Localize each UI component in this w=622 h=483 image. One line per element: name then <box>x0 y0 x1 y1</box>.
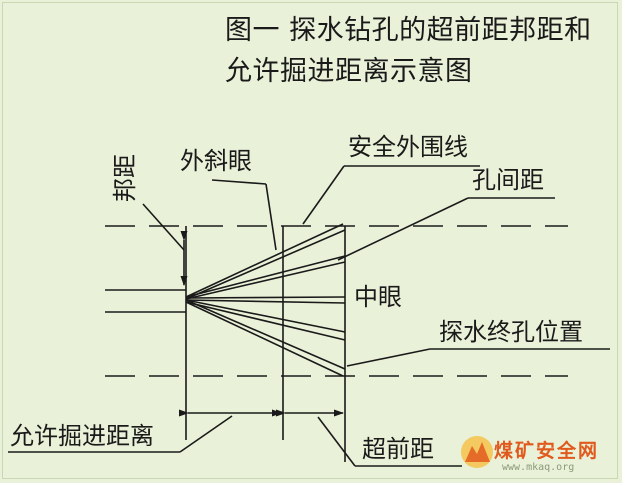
leader-terminal-position-left <box>346 348 431 367</box>
leader-outer-hole-down <box>265 183 277 251</box>
label-lead-distance: 超前距 <box>362 435 434 463</box>
watermark-url: www.mkaq.org <box>502 462 575 473</box>
figure-title-line2: 允许掘进距离示意图 <box>225 56 473 87</box>
borehole-outer-top <box>185 223 346 300</box>
lead-dim-leader <box>317 416 356 467</box>
side-distance-leader <box>142 203 185 251</box>
borehole-outer-bottom <box>185 299 346 377</box>
label-center-hole: 中眼 <box>354 283 402 311</box>
leader-outer-hole <box>211 179 267 185</box>
label-side-distance: 邦距 <box>111 154 139 202</box>
watermark-logo-icon <box>461 436 493 468</box>
leader-safety-line-down <box>302 165 345 225</box>
label-allowable-advance: 允许掘进距离 <box>10 422 154 450</box>
advance-dim-leader <box>179 415 233 453</box>
label-hole-spacing: 孔间距 <box>472 166 544 194</box>
label-safety-boundary: 安全外围线 <box>348 133 468 161</box>
leader-hole-spacing-down <box>337 197 469 261</box>
label-terminal-position: 探水终孔位置 <box>439 318 583 346</box>
figure-title-line1: 图一 探水钻孔的超前距邦距和 <box>225 15 592 46</box>
borehole-lower <box>185 299 346 341</box>
borehole-upper <box>185 255 346 300</box>
figure-frame <box>2 2 618 479</box>
label-outer-hole: 外斜眼 <box>180 147 252 175</box>
borehole-center <box>185 296 346 304</box>
watermark-text: 煤矿安全网 <box>494 440 600 462</box>
